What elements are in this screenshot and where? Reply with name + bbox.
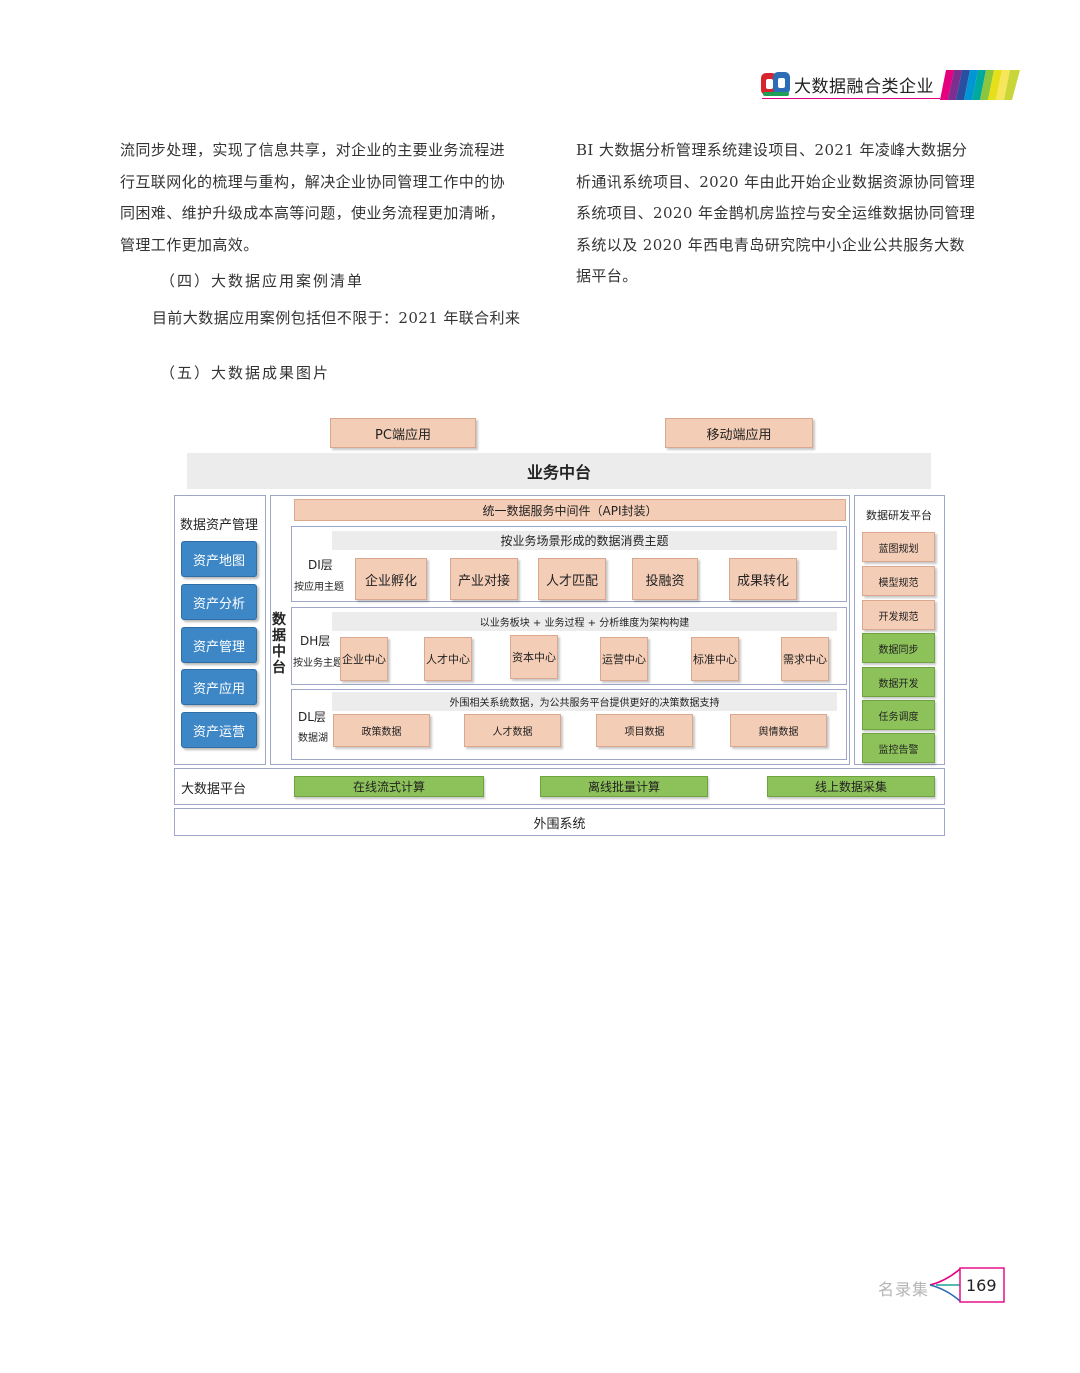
business-middle-bar: 业务中台	[187, 453, 931, 489]
footer-label: 名录集	[878, 1280, 930, 1299]
text-line: 据平台。	[576, 267, 638, 285]
dh-item-operation: 运营中心	[600, 637, 648, 681]
dh-item-capital: 资本中心	[510, 635, 558, 679]
di-item-transfer: 成果转化	[729, 558, 797, 600]
header-underline	[762, 98, 940, 99]
dev-item-monitoring: 监控告警	[862, 733, 935, 763]
asset-item-management: 资产管理	[181, 627, 257, 663]
dh-item-enterprise: 企业中心	[340, 637, 388, 681]
bigdata-item-batch: 离线批量计算	[540, 776, 708, 797]
text-line: 同困难、维护升级成本高等问题，使业务流程更加清晰，	[120, 204, 506, 222]
dl-item-opinion: 舆情数据	[730, 714, 827, 747]
footer-page-bracket-icon	[929, 1267, 1005, 1303]
dev-platform-title: 数据研发平台	[866, 509, 932, 522]
asset-item-map: 资产地图	[181, 541, 257, 577]
asset-item-application: 资产应用	[181, 669, 257, 705]
asset-mgmt-title: 数据资产管理	[180, 518, 259, 533]
api-service-bar: 统一数据服务中间件（API封装）	[294, 499, 846, 521]
dl-layer-name: DL层	[298, 710, 326, 724]
di-item-talent-match: 人才匹配	[538, 558, 606, 600]
header-rainbow-stripes	[940, 70, 1020, 100]
dh-layer-sub: 按业务主题	[293, 658, 343, 669]
dev-item-data-sync: 数据同步	[862, 633, 935, 663]
dev-item-scheduling: 任务调度	[862, 700, 935, 730]
external-systems-bar: 外围系统	[174, 808, 945, 836]
dh-layer-name: DH层	[300, 634, 331, 648]
dh-layer-title: 以业务板块 + 业务过程 + 分析维度为架构构建	[332, 612, 837, 631]
text-line: 析通讯系统项目、2020 年由此开始企业数据资源协同管理	[576, 172, 976, 191]
dh-item-talent: 人才中心	[424, 637, 472, 681]
header-title: 大数据融合类企业	[794, 77, 934, 97]
di-layer-name: DI层	[308, 558, 333, 572]
dev-item-blueprint: 蓝图规划	[862, 532, 935, 562]
text-line: 行互联网化的梳理与重构，解决企业协同管理工作中的协	[120, 172, 506, 191]
dh-item-demand: 需求中心	[781, 637, 829, 681]
bigdata-logo-icon	[761, 72, 790, 96]
dev-item-data-dev: 数据开发	[862, 667, 935, 697]
dl-item-policy: 政策数据	[333, 714, 430, 747]
text-line: 系统以及 2020 年西电青岛研究院中小企业公共服务大数	[576, 235, 965, 254]
left-column-paragraph: 流同步处理，实现了信息共享，对企业的主要业务流程进 行互联网化的梳理与重构，解决…	[120, 135, 550, 261]
section5-heading: （五）大数据成果图片	[160, 364, 331, 382]
di-item-incubation: 企业孵化	[355, 558, 427, 600]
section4-heading: （四）大数据应用案例清单	[160, 272, 365, 290]
dev-item-model-spec: 模型规范	[862, 566, 935, 596]
section4-intro: 目前大数据应用案例包括但不限于：2021 年联合利来	[152, 309, 521, 327]
text-line: 系统项目、2020 年金鹊机房监控与安全运维数据协同管理	[576, 204, 976, 222]
text-line: 管理工作更加高效。	[120, 235, 259, 254]
asset-item-analysis: 资产分析	[181, 584, 257, 620]
pc-app-box: PC端应用	[330, 418, 476, 448]
bigdata-platform-title: 大数据平台	[181, 782, 247, 797]
page-number: 169	[966, 1276, 997, 1295]
bigdata-item-collect: 线上数据采集	[767, 776, 935, 797]
di-item-financing: 投融资	[632, 558, 698, 600]
dh-item-standard: 标准中心	[691, 637, 739, 681]
di-layer-sub: 按应用主题	[294, 582, 344, 593]
dl-layer-title: 外围相关系统数据，为公共服务平台提供更好的决策数据支持	[332, 692, 837, 711]
right-column-paragraph: BI 大数据分析管理系统建设项目、2021 年凌峰大数据分 析通讯系统项目、20…	[576, 135, 1006, 293]
dl-item-project: 项目数据	[596, 714, 693, 747]
dl-layer-sub: 数据湖	[298, 733, 328, 744]
data-middle-label: 数据中台	[272, 612, 286, 676]
di-layer-title: 按业务场景形成的数据消费主题	[332, 531, 837, 550]
bigdata-item-stream: 在线流式计算	[294, 776, 484, 797]
text-line: BI 大数据分析管理系统建设项目、2021 年凌峰大数据分	[576, 141, 968, 159]
dev-item-dev-spec: 开发规范	[862, 600, 935, 630]
asset-item-operation: 资产运营	[181, 712, 257, 748]
text-line: 流同步处理，实现了信息共享，对企业的主要业务流程进	[120, 141, 506, 159]
di-item-industry: 产业对接	[450, 558, 518, 600]
dl-item-talent: 人才数据	[464, 714, 561, 747]
mobile-app-box: 移动端应用	[665, 418, 813, 448]
